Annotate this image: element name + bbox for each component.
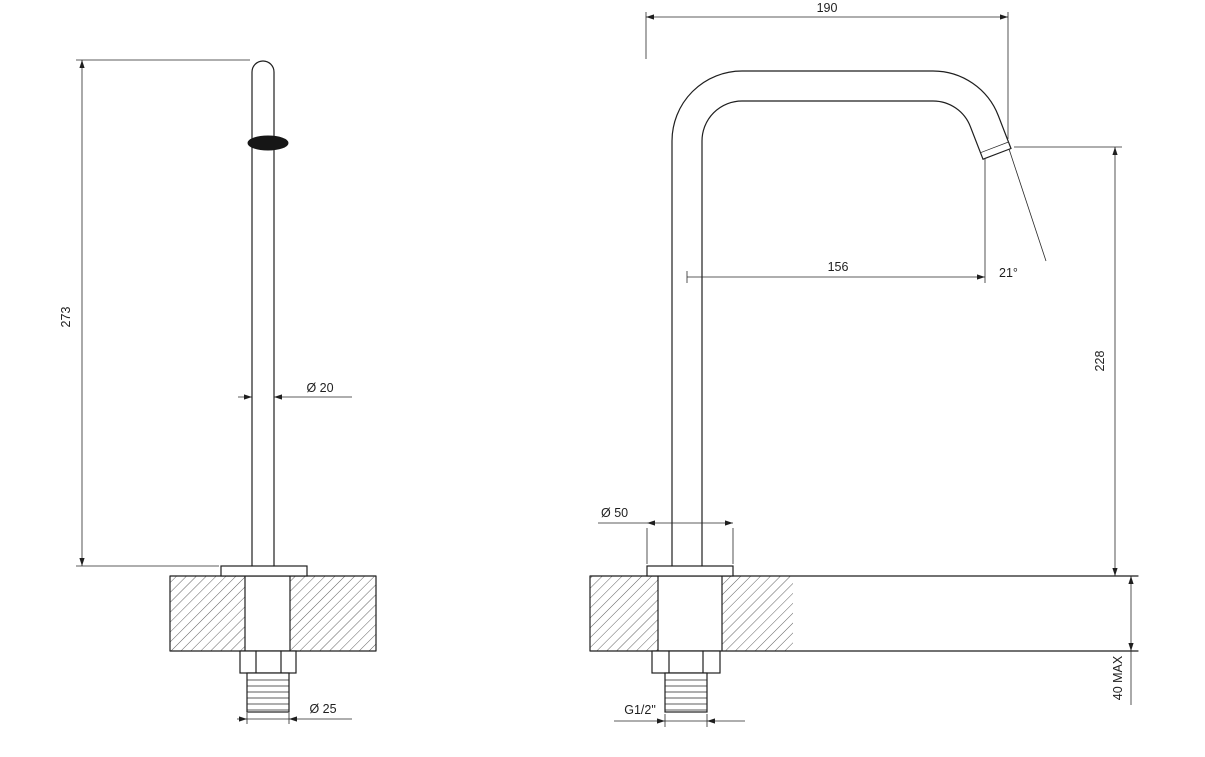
- side-countertop-hatch-right: [722, 576, 793, 651]
- dim-spout-reach: 156: [686, 260, 985, 283]
- front-shank-threads: [247, 679, 289, 711]
- side-threaded-shank: [664, 672, 708, 713]
- dim-spout-angle-label: 21°: [999, 266, 1018, 280]
- dim-inlet-thread: G1/2": [614, 703, 745, 727]
- side-nut-facets: [668, 650, 704, 674]
- front-spout-body: [251, 60, 275, 567]
- dim-flange-diameter: Ø 50: [598, 506, 734, 564]
- side-mounting-nut: [651, 650, 721, 674]
- dim-spout-height: 228: [1014, 146, 1122, 576]
- dim-shank-diameter: Ø 25: [237, 702, 352, 724]
- dim-overall-depth: 190: [645, 1, 1009, 139]
- front-threaded-shank: [246, 672, 290, 713]
- side-shank-body: [664, 672, 708, 713]
- dim-inlet-thread-label: G1/2": [624, 703, 656, 717]
- dim-max-counter-thickness: 40 MAX: [1111, 576, 1134, 705]
- dim-flange-diameter-label: Ø 50: [601, 506, 628, 520]
- front-aerator-outlet: [247, 135, 289, 151]
- side-countertop: [589, 575, 1139, 652]
- side-spout-outer-edge: [671, 70, 1012, 567]
- front-countertop: [169, 575, 377, 652]
- side-base-flange: [646, 565, 734, 577]
- side-view: 190 156 21° 228 Ø 50: [589, 1, 1139, 727]
- dim-spout-height-label: 228: [1093, 351, 1107, 372]
- side-spout-inner-edge: [701, 100, 984, 567]
- dim-overall-depth-label: 190: [817, 1, 838, 15]
- side-countertop-hatch-left: [590, 576, 658, 651]
- front-nut-body: [239, 650, 297, 674]
- front-mounting-nut: [239, 650, 297, 674]
- front-view: 273 Ø 20 Ø 25: [59, 59, 377, 724]
- side-shank-threads: [665, 679, 707, 711]
- dim-overall-height-label: 273: [59, 307, 73, 328]
- front-nut-facets: [255, 650, 282, 674]
- front-shank-body: [246, 672, 290, 713]
- side-spout-body: [671, 70, 1012, 567]
- dim-spout-angle: 21°: [984, 148, 1047, 283]
- dim-max-counter-thickness-label: 40 MAX: [1111, 655, 1125, 700]
- side-spout-outlet-face: [982, 147, 1012, 160]
- dim-spout-diameter-label: Ø 20: [306, 381, 333, 395]
- dim-overall-height: 273: [59, 59, 250, 567]
- dim-spout-reach-label: 156: [828, 260, 849, 274]
- side-nut-body: [651, 650, 721, 674]
- dim-shank-diameter-label: Ø 25: [309, 702, 336, 716]
- side-countertop-outline: [589, 575, 1139, 652]
- front-base-flange: [220, 565, 308, 577]
- front-countertop-hatch-right: [290, 576, 376, 651]
- side-aerator-line: [980, 141, 1009, 154]
- front-countertop-hatch-left: [170, 576, 245, 651]
- dim-spout-diameter: Ø 20: [238, 381, 352, 400]
